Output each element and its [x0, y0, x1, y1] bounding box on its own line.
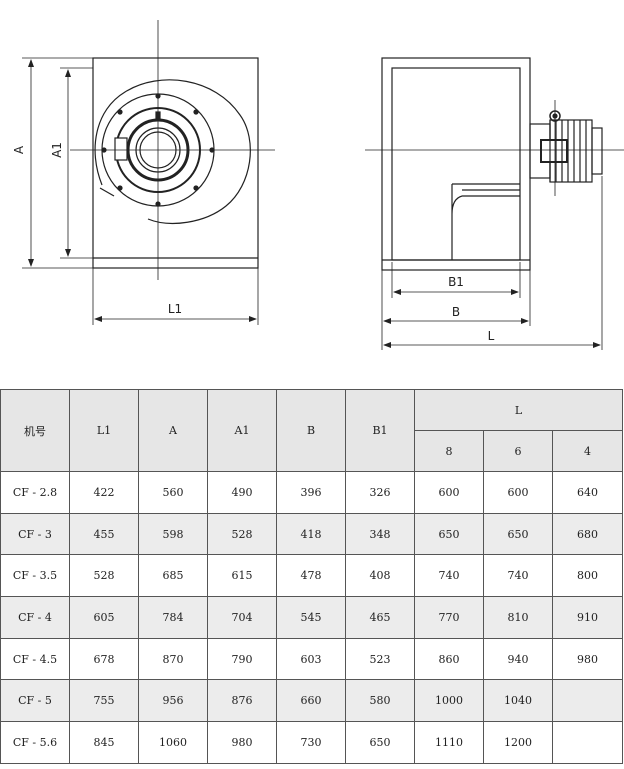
- cell-b1: 348: [345, 512, 415, 556]
- dim-label-A1: A1: [50, 142, 64, 158]
- cell-a: 560: [138, 471, 208, 514]
- side-view: [381, 57, 603, 271]
- cell-a1: 876: [207, 679, 277, 723]
- cell-b: 478: [276, 554, 346, 598]
- cell-a1: 704: [207, 596, 277, 639]
- header-L1: L1: [69, 389, 139, 472]
- cell-model: CF - 3: [0, 512, 70, 556]
- cell-b1: 326: [345, 471, 415, 514]
- cell-model: CF - 4.5: [0, 637, 70, 681]
- cell-l8: 650: [414, 512, 484, 556]
- cell-l8: 740: [414, 554, 484, 598]
- cell-b1: 580: [345, 679, 415, 723]
- cell-b1: 465: [345, 596, 415, 639]
- cell-a1: 790: [207, 637, 277, 681]
- cell-b: 603: [276, 637, 346, 681]
- cell-l6: 940: [483, 637, 553, 681]
- cell-l8: 1000: [414, 679, 484, 723]
- cell-l1: 422: [69, 471, 139, 514]
- dim-label-B: B: [452, 305, 460, 319]
- cell-l6: 1040: [483, 679, 553, 723]
- front-view: [92, 57, 259, 269]
- cell-l1: 845: [69, 721, 139, 764]
- cell-a: 956: [138, 679, 208, 723]
- cell-l8: 770: [414, 596, 484, 639]
- cell-l1: 678: [69, 637, 139, 681]
- cell-a1: 980: [207, 721, 277, 764]
- header-row: 机号 L1 A A1 B B1 L: [0, 389, 624, 472]
- cell-l4: 800: [551, 554, 624, 598]
- volute-scroll: [94, 79, 251, 224]
- dim-label-B1: B1: [448, 275, 464, 289]
- side-housing: [381, 57, 531, 271]
- cell-b: 730: [276, 721, 346, 764]
- cell-model: CF - 3.5: [0, 554, 70, 598]
- cell-model: CF - 4: [0, 596, 70, 639]
- cell-a1: 615: [207, 554, 277, 598]
- subheader-row: 8 6 4: [1, 430, 624, 472]
- cell-l1: 455: [69, 512, 139, 556]
- cell-l8: 860: [414, 637, 484, 681]
- cell-model: CF - 2.8: [0, 471, 70, 514]
- subheader-L-4: 4: [551, 430, 624, 472]
- cell-b1: 650: [345, 721, 415, 764]
- cell-l8: 1110: [414, 721, 484, 764]
- subheader-L-8: 8: [414, 430, 484, 472]
- front-housing: [92, 57, 259, 269]
- cell-l4: 680: [551, 512, 624, 556]
- cell-l4: 640: [551, 471, 624, 514]
- cell-a1: 528: [207, 512, 277, 556]
- header-L: L: [413, 389, 624, 431]
- technical-drawing: A A1 L1 B1 B L: [12, 20, 624, 350]
- cell-l4: [551, 679, 624, 723]
- cell-l1: 605: [69, 596, 139, 639]
- cell-l6: 1200: [483, 721, 553, 764]
- cell-l4: [551, 721, 624, 764]
- dim-label-L1: L1: [168, 302, 182, 316]
- cell-l1: 755: [69, 679, 139, 723]
- cell-l6: 810: [483, 596, 553, 639]
- cell-l4: 980: [551, 637, 624, 681]
- cell-b: 396: [276, 471, 346, 514]
- cell-b: 418: [276, 512, 346, 556]
- cell-a: 784: [138, 596, 208, 639]
- cell-b1: 523: [345, 637, 415, 681]
- cell-model: CF - 5.6: [0, 721, 70, 764]
- cell-a: 870: [138, 637, 208, 681]
- cell-a1: 490: [207, 471, 277, 514]
- header-B: B: [276, 389, 346, 472]
- header-B1: B1: [345, 389, 415, 472]
- cell-l6: 740: [483, 554, 553, 598]
- cell-l6: 650: [483, 512, 553, 556]
- header-A1: A1: [207, 389, 277, 472]
- cell-l6: 600: [483, 471, 553, 514]
- cell-model: CF - 5: [0, 679, 70, 723]
- cell-a: 1060: [138, 721, 208, 764]
- header-A: A: [138, 389, 208, 472]
- dim-label-A: A: [12, 145, 26, 154]
- cell-b: 660: [276, 679, 346, 723]
- cell-l4: 910: [551, 596, 624, 639]
- cell-l1: 528: [69, 554, 139, 598]
- header-model: 机号: [0, 389, 70, 472]
- cell-a: 685: [138, 554, 208, 598]
- cell-l8: 600: [414, 471, 484, 514]
- cell-b: 545: [276, 596, 346, 639]
- cell-a: 598: [138, 512, 208, 556]
- subheader-L-6: 6: [483, 430, 553, 472]
- dim-label-L: L: [488, 329, 495, 343]
- cell-b1: 408: [345, 554, 415, 598]
